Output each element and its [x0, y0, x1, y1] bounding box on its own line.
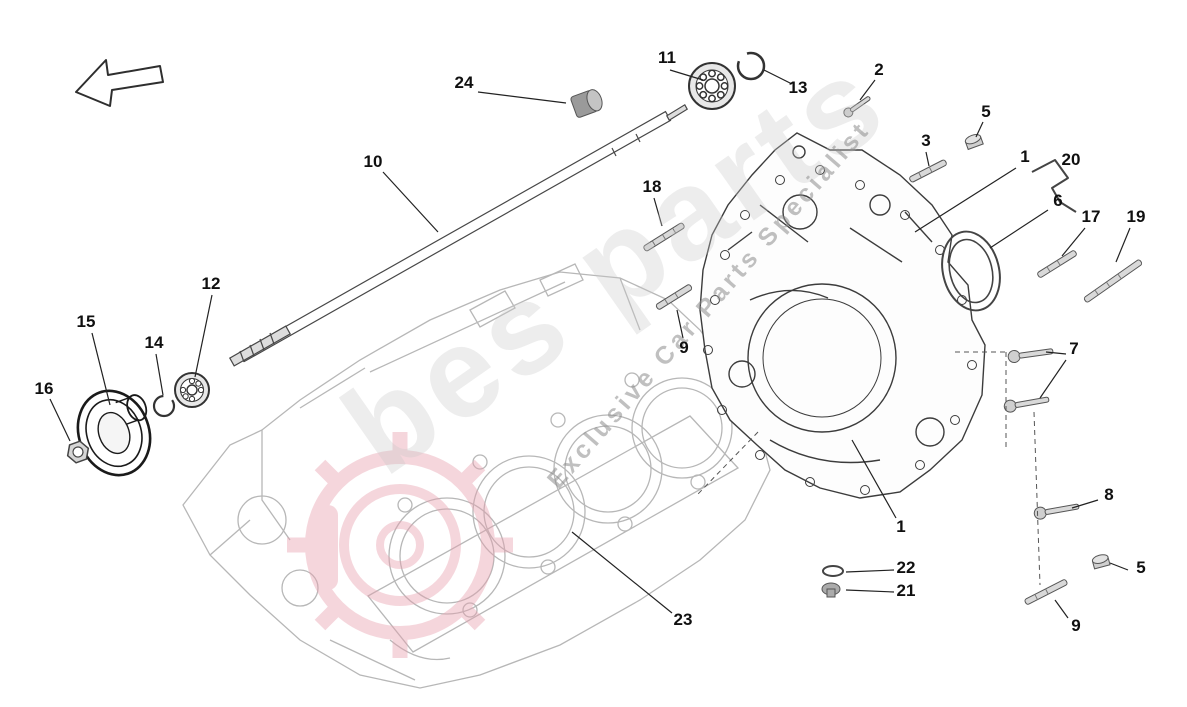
- callout-15: 15: [76, 312, 96, 331]
- callout-9-upper: 9: [679, 338, 689, 357]
- drive-shaft: [228, 103, 689, 367]
- callout-24: 24: [454, 73, 474, 92]
- bracket-20: [1031, 159, 1077, 213]
- bolt-8: [1033, 503, 1080, 520]
- callout-22: 22: [896, 558, 916, 577]
- construction-lines: [697, 351, 1041, 586]
- engine-block-drawing: [182, 263, 771, 689]
- stud-17: [1037, 250, 1077, 278]
- callout-3: 3: [921, 131, 931, 150]
- ball-bearing-12: [174, 372, 210, 408]
- callout-9-lower: 9: [1071, 616, 1081, 635]
- ring-22: [822, 565, 844, 577]
- timing-cover: [699, 132, 986, 499]
- callout-16: 16: [34, 379, 54, 398]
- stud-18: [643, 222, 685, 252]
- output-flange-15: [76, 389, 152, 477]
- leader-lines: [49, 69, 1131, 619]
- callout-10: 10: [363, 152, 383, 171]
- callout-1-bottom: 1: [896, 517, 906, 536]
- bolt-7a: [1007, 348, 1054, 364]
- callout-2: 2: [874, 60, 884, 79]
- hex-nut-16: [66, 440, 90, 464]
- stud-9-upper: [655, 284, 693, 310]
- callout-6: 6: [1053, 191, 1063, 210]
- callout-14: 14: [144, 333, 164, 352]
- callout-11: 11: [658, 48, 676, 67]
- callout-13: 13: [788, 78, 808, 97]
- nut-5-bottom: [1091, 554, 1111, 570]
- snap-ring-13: [736, 51, 766, 81]
- callout-20: 20: [1061, 150, 1081, 169]
- callout-21: 21: [896, 581, 916, 600]
- plug-21: [821, 582, 841, 598]
- watermark-logo: [287, 432, 513, 658]
- end-cap-24: [570, 89, 603, 118]
- callout-1-top: 1: [1020, 147, 1030, 166]
- nut-5-top: [964, 134, 984, 151]
- callout-12: 12: [201, 274, 221, 293]
- callout-17: 17: [1081, 207, 1101, 226]
- bolt-7b: [1003, 396, 1050, 413]
- callout-7: 7: [1069, 339, 1079, 358]
- stud-9-lower: [1024, 579, 1068, 605]
- callout-18: 18: [642, 177, 662, 196]
- orientation-arrow-icon: [75, 59, 164, 107]
- callout-5-top: 5: [981, 102, 991, 121]
- callout-8: 8: [1104, 485, 1114, 504]
- bolt-2: [843, 96, 871, 118]
- callout-23: 23: [673, 610, 693, 629]
- seal-ring-6: [941, 230, 1001, 312]
- ball-bearing-11: [688, 62, 736, 110]
- callout-5-bottom: 5: [1136, 558, 1146, 577]
- snap-ring-14: [152, 394, 176, 418]
- stud-19: [1083, 259, 1143, 303]
- callout-19: 19: [1126, 207, 1146, 226]
- stud-3: [909, 159, 947, 183]
